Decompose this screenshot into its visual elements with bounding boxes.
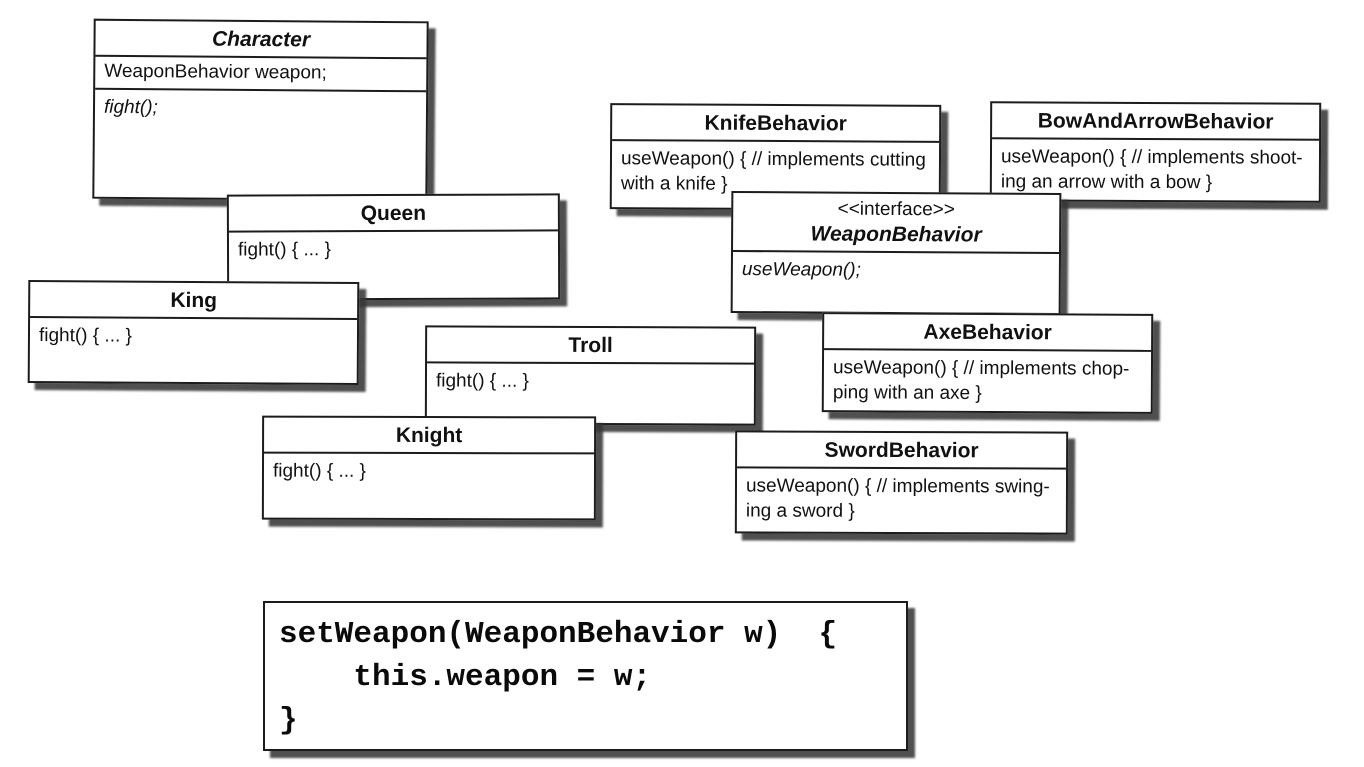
class-title: Character: [95, 20, 427, 60]
interface-box-weaponbehavior: <<interface>> WeaponBehavior useWeapon()…: [730, 190, 1062, 316]
class-title: Troll: [427, 327, 755, 365]
interface-methods: useWeapon();: [741, 259, 861, 281]
class-methods: useWeapon() { // implements swing- ing a…: [745, 475, 1050, 523]
class-title: SwordBehavior: [737, 432, 1067, 470]
class-box-axebehavior: AxeBehavior useWeapon() { // implements …: [821, 312, 1154, 414]
class-title: AxeBehavior: [824, 314, 1152, 353]
class-title: BowAndArrowBehavior: [992, 103, 1320, 141]
class-methods: useWeapon() { // implements chop- ping w…: [832, 357, 1130, 405]
class-title: Queen: [228, 195, 558, 233]
class-box-troll: Troll fight() { ... }: [424, 325, 757, 426]
interface-stereotype: <<interface>>: [837, 198, 955, 221]
interface-name: WeaponBehavior: [810, 222, 982, 247]
class-methods: fight();: [103, 96, 158, 119]
class-attributes: WeaponBehavior weapon;: [95, 56, 427, 93]
class-box-bowandarrowbehavior: BowAndArrowBehavior useWeapon() { // imp…: [989, 101, 1322, 203]
class-box-king: King fight() { ... }: [27, 279, 360, 386]
class-box-swordbehavior: SwordBehavior useWeapon() { // implement…: [734, 430, 1069, 535]
class-box-knight: Knight fight() { ... }: [261, 415, 597, 521]
class-methods: fight() { ... }: [38, 325, 132, 347]
code-snippet-box: setWeapon(WeaponBehavior w) { this.weapo…: [263, 601, 908, 751]
interface-title: <<interface>> WeaponBehavior: [733, 193, 1060, 254]
class-title: Knight: [264, 417, 595, 455]
class-box-character: Character WeaponBehavior weapon; fight()…: [92, 18, 429, 202]
class-title: King: [30, 282, 358, 321]
class-title: KnifeBehavior: [612, 105, 940, 144]
class-methods: fight() { ... }: [435, 370, 529, 392]
class-methods: fight() { ... }: [272, 460, 366, 483]
class-methods: useWeapon() { // implements shoot- ing a…: [1000, 146, 1303, 194]
code-snippet-text: setWeapon(WeaponBehavior w) { this.weapo…: [279, 617, 838, 738]
